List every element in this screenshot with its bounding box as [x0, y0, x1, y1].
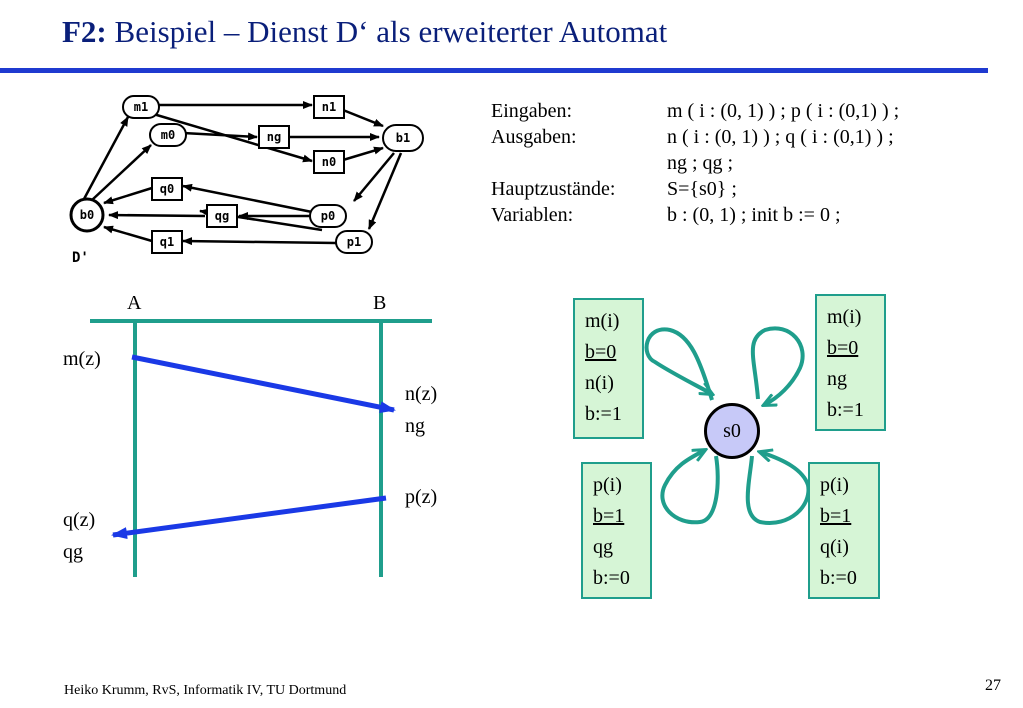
transition-box-bottom-left: p(i) b=1 qg b:=0 — [581, 462, 652, 599]
message-p-label: p(z) — [405, 486, 438, 508]
declaration-key: Eingaben: — [491, 100, 573, 122]
declaration-key: Ausgaben: — [491, 126, 577, 148]
svg-text:q1: q1 — [160, 235, 174, 249]
svg-text:b0: b0 — [80, 208, 94, 222]
state-node-p0: p0 — [309, 204, 347, 228]
event-node-q1: q1 — [151, 230, 183, 254]
svg-text:p1: p1 — [347, 235, 361, 249]
box-line: qg — [593, 536, 613, 558]
transition-box-top-right: m(i) b=0 ng b:=1 — [815, 294, 886, 431]
transition-box-top-left: m(i) b=0 n(i) b:=1 — [573, 298, 644, 439]
graph-edge — [149, 111, 313, 163]
state-node-m0: m0 — [149, 123, 187, 147]
box-line: m(i) — [827, 306, 862, 328]
box-line: b:=0 — [820, 567, 857, 589]
graph-edge — [103, 225, 153, 243]
graph-caption: D' — [72, 250, 89, 266]
declaration-row: Eingaben: m ( i : (0, 1) ) ; p ( i : (0,… — [491, 98, 899, 124]
declaration-key: Hauptzustände: — [491, 178, 616, 200]
message-arrow-q — [111, 495, 387, 540]
state-node-b1: b1 — [382, 124, 424, 152]
message-n-label: n(z) — [405, 383, 438, 405]
graph-nodes: b0 m1 m0 n1 ng n0 b1 q0 — [69, 95, 424, 266]
svg-text:m0: m0 — [161, 128, 175, 142]
message-q-label: q(z) — [63, 509, 96, 531]
graph-edge — [82, 116, 130, 200]
loop-arrow-top-right — [750, 326, 805, 405]
box-line: p(i) — [820, 474, 849, 496]
graph-edge — [182, 131, 258, 141]
declaration-key: Variablen: — [491, 204, 574, 226]
lifeline-a-label: A — [127, 292, 142, 314]
state-s0: s0 — [704, 403, 760, 459]
title-text: Beispiel – Dienst D‘ als erweiterter Aut… — [114, 14, 668, 49]
declaration-value: S={s0} ; — [667, 178, 737, 200]
page-number: 27 — [985, 677, 1001, 694]
box-guard: b=1 — [820, 505, 852, 527]
event-node-n1: n1 — [313, 95, 345, 119]
graph-edge — [367, 152, 403, 230]
message-m-label: m(z) — [63, 348, 101, 370]
loop-arrow-top-left — [644, 327, 712, 401]
loop-arrow-bottom-right — [745, 452, 811, 525]
box-line: n(i) — [585, 372, 614, 394]
event-node-n0: n0 — [313, 150, 345, 174]
event-node-q0: q0 — [151, 177, 183, 201]
graph-edge — [91, 144, 152, 201]
svg-text:ng: ng — [267, 130, 281, 144]
box-line: b:=1 — [827, 399, 864, 421]
box-line: b:=1 — [585, 403, 622, 425]
state-node-b0: b0 — [69, 197, 105, 233]
transition-box-bottom-right: p(i) b=1 q(i) b:=0 — [808, 462, 880, 599]
declaration-row: Variablen: b : (0, 1) ; init b := 0 ; — [491, 202, 899, 228]
svg-text:n0: n0 — [322, 155, 336, 169]
loop-arrow-bottom-left — [660, 450, 720, 525]
event-node-qg: qg — [206, 204, 238, 228]
box-line: p(i) — [593, 474, 622, 496]
box-line: b:=0 — [593, 567, 630, 589]
graph-edge — [108, 211, 206, 220]
graph-edge — [182, 237, 337, 246]
message-qg-label: qg — [63, 541, 83, 563]
graph-edge — [342, 146, 384, 162]
svg-text:b1: b1 — [396, 131, 410, 145]
box-line: ng — [827, 368, 847, 390]
box-line: q(i) — [820, 536, 849, 558]
box-line: m(i) — [585, 310, 620, 332]
box-guard: b=0 — [827, 337, 859, 359]
declaration-value: m ( i : (0, 1) ) ; p ( i : (0,1) ) ; — [667, 100, 900, 122]
declaration-value: ng ; qg ; — [667, 152, 734, 174]
declaration-row: Ausgaben: n ( i : (0, 1) ) ; q ( i : (0,… — [491, 124, 899, 150]
svg-text:n1: n1 — [322, 100, 336, 114]
box-guard: b=1 — [593, 505, 625, 527]
message-arrow-m — [131, 354, 396, 414]
page-title: F2: Beispiel – Dienst D‘ als erweiterter… — [62, 14, 667, 50]
declaration-value: b : (0, 1) ; init b := 0 ; — [667, 204, 841, 226]
graph-edge — [353, 152, 395, 202]
svg-text:p0: p0 — [321, 209, 335, 223]
graph-edge — [103, 186, 153, 205]
state-node-m1: m1 — [122, 95, 160, 119]
title-rule — [0, 68, 988, 73]
graph-edge — [182, 183, 313, 214]
graph-edge — [342, 108, 384, 128]
box-guard: b=0 — [585, 341, 617, 363]
state-node-p1: p1 — [335, 230, 373, 254]
lifeline-b-label: B — [373, 292, 387, 314]
svg-text:m1: m1 — [134, 100, 148, 114]
declaration-value: n ( i : (0, 1) ) ; q ( i : (0,1) ) ; — [667, 126, 894, 148]
svg-text:q0: q0 — [160, 182, 174, 196]
footer-text: Heiko Krumm, RvS, Informatik IV, TU Dort… — [64, 683, 347, 698]
svg-text:qg: qg — [215, 209, 229, 223]
declarations: Eingaben: m ( i : (0, 1) ) ; p ( i : (0,… — [491, 98, 899, 228]
declaration-row: ng ; qg ; — [491, 150, 899, 176]
event-node-ng: ng — [258, 125, 290, 149]
declaration-row: Hauptzustände: S={s0} ; — [491, 176, 899, 202]
message-ng-label: ng — [405, 415, 425, 437]
title-prefix: F2: — [62, 14, 107, 49]
